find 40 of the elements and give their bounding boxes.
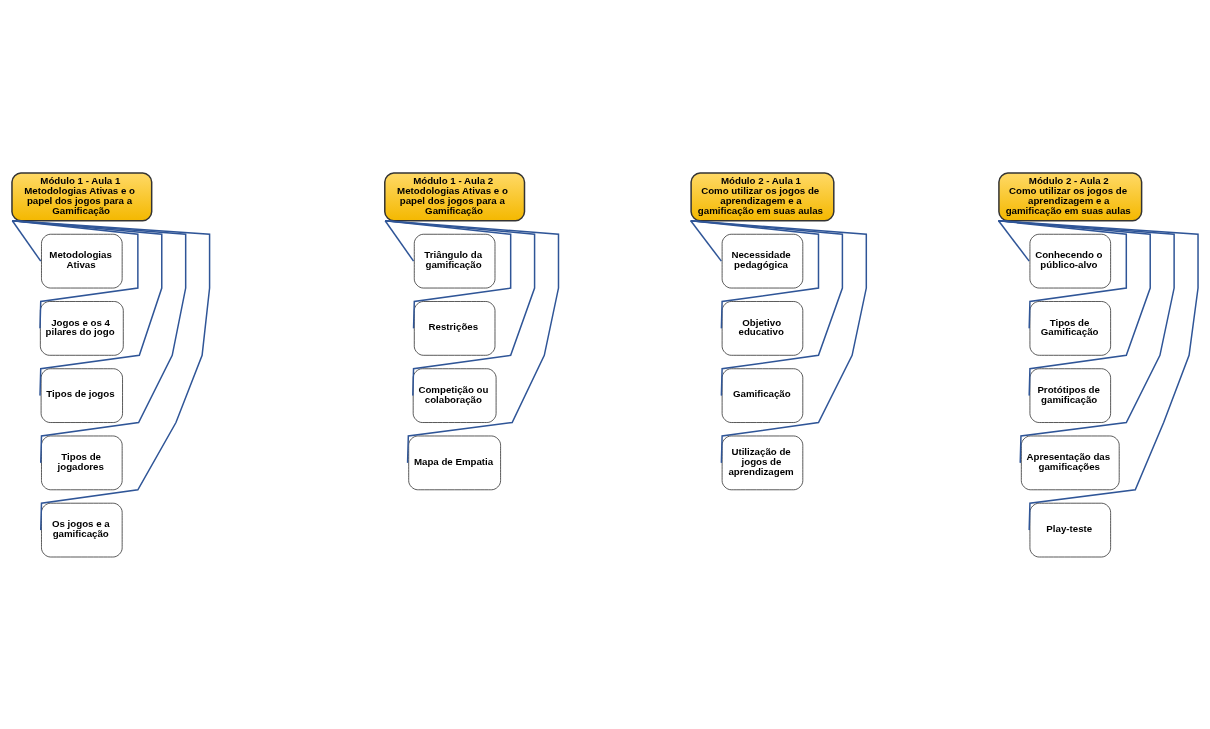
connector [997, 219, 1175, 464]
connector [384, 219, 512, 329]
connector [997, 219, 1151, 396]
node-box: Gamificação [721, 367, 804, 423]
node-box: Módulo 1 - Aula 2 Metodologias Ativas e o papel dos jogos para a Gamificação [384, 171, 526, 222]
node-box: Metodologias Ativas [41, 233, 123, 288]
connector [997, 219, 1030, 262]
connector [690, 219, 844, 396]
node-box: Jogos e os 4 pilares do jogo [40, 300, 124, 356]
connector [690, 219, 868, 464]
node-box: Utilização de jogos de aprendizagem [721, 435, 804, 490]
node-box: Necessidade pedagógica [721, 233, 804, 288]
node-box: Módulo 1 - Aula 1 Metodologias Ativas e o papel dos jogos para a Gamificação [11, 171, 153, 222]
connector [690, 219, 820, 329]
node-box: Competição ou colaboração [412, 367, 497, 423]
node-box: Tipos de jogos [40, 367, 123, 423]
connector [11, 219, 211, 531]
connector [384, 219, 415, 262]
node-box: Mapa de Empatia [408, 435, 501, 490]
connector [11, 219, 187, 464]
connector [997, 219, 1128, 329]
node-box: Os jogos e a gamificação [41, 502, 123, 557]
connector [11, 219, 42, 262]
connector [384, 219, 536, 396]
node-box: Protótipos de gamificação [1029, 367, 1111, 423]
connector [11, 219, 139, 329]
node-box: Módulo 2 - Aula 1 Como utilizar os jogos de aprendizagem e a gamificação em suas aulas [690, 171, 835, 222]
connector [997, 219, 1199, 531]
connector [11, 219, 163, 396]
node-box: Tipos de Gamificação [1029, 300, 1111, 356]
node-box: Tipos de jogadores [41, 435, 123, 490]
node-box: Conhecendo o público-alvo [1029, 233, 1111, 288]
connector [690, 219, 723, 262]
node-box: Triângulo da gamificação [413, 233, 496, 288]
node-box: Objetivo educativo [721, 300, 804, 356]
node-box: Play-teste [1029, 502, 1111, 557]
node-box: Módulo 2 - Aula 2 Como utilizar os jogos de aprendizagem e a gamificação em suas aulas [998, 171, 1143, 222]
node-box: Apresentação das gamificações [1020, 435, 1120, 490]
connector [384, 219, 560, 464]
node-box: Restrições [413, 300, 496, 356]
